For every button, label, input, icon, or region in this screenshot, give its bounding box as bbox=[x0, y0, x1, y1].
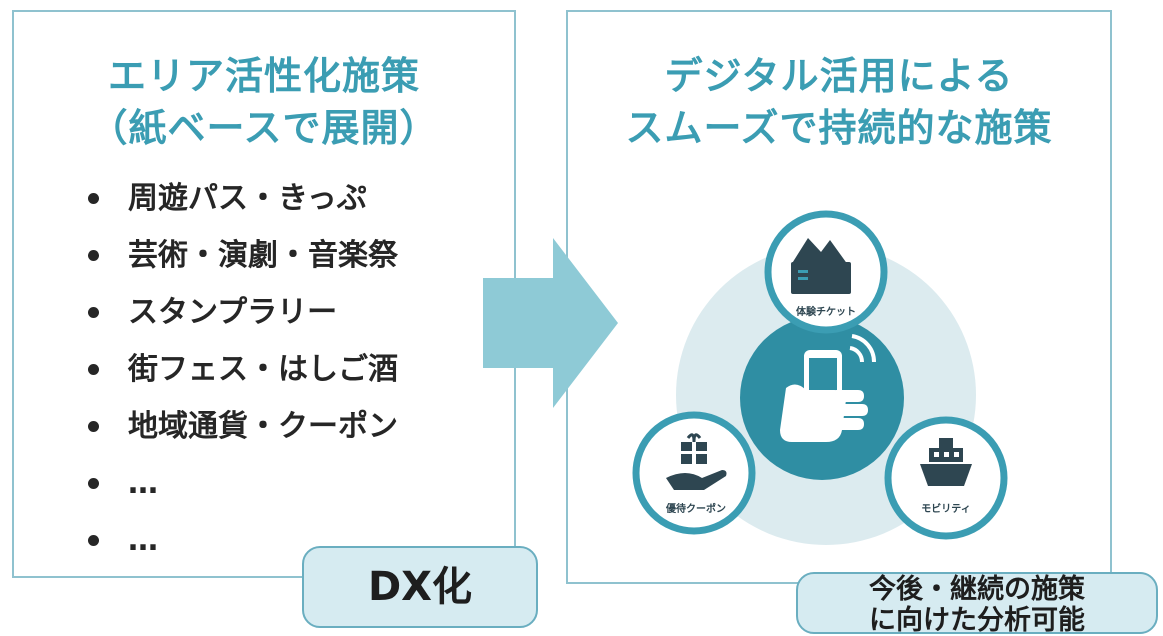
analysis-callout-line-1: 今後・継続の施策 bbox=[869, 574, 1085, 605]
mobility-node: モビリティ bbox=[884, 416, 1008, 540]
left-title-line-1: エリア活性化施策 bbox=[107, 54, 420, 98]
right-arrow-icon bbox=[483, 238, 618, 408]
left-panel: エリア活性化施策 （紙ベースで展開） 周遊パス・きっぷ 芸術・演劇・音楽祭 スタ… bbox=[12, 10, 516, 578]
left-panel-title: エリア活性化施策 （紙ベースで展開） bbox=[14, 50, 514, 154]
list-item: … bbox=[84, 455, 398, 512]
bullet-icon bbox=[88, 364, 99, 375]
ticket-mountain-icon bbox=[791, 238, 851, 294]
list-item: 街フェス・はしご酒 bbox=[84, 341, 398, 398]
digital-services-diagram: 体験チケット 優待クーポン モビリティ bbox=[632, 210, 1008, 545]
measures-list: 周遊パス・きっぷ 芸術・演劇・音楽祭 スタンプラリー 街フェス・はしご酒 地域通… bbox=[84, 170, 398, 569]
analysis-callout: 今後・継続の施策 に向けた分析可能 bbox=[796, 572, 1158, 636]
coupon-node: 優待クーポン bbox=[632, 411, 756, 535]
bullet-icon bbox=[88, 535, 99, 546]
right-panel-title: デジタル活用による スムーズで持続的な施策 bbox=[568, 50, 1110, 154]
list-item: 芸術・演劇・音楽祭 bbox=[84, 227, 398, 284]
bullet-icon bbox=[88, 193, 99, 204]
list-item: スタンプラリー bbox=[84, 284, 398, 341]
analysis-callout-line-2: に向けた分析可能 bbox=[869, 605, 1085, 636]
bullet-icon bbox=[88, 307, 99, 318]
list-item: 地域通貨・クーポン bbox=[84, 398, 398, 455]
right-title-line-2: スムーズで持続的な施策 bbox=[625, 106, 1053, 150]
left-title-line-2: （紙ベースで展開） bbox=[89, 106, 439, 150]
bullet-icon bbox=[88, 421, 99, 432]
top-node-label: 体験チケット bbox=[796, 305, 856, 318]
right-title-line-1: デジタル活用による bbox=[664, 54, 1014, 98]
smartphone-hand-icon bbox=[780, 334, 877, 442]
right-node-label: モビリティ bbox=[921, 502, 970, 515]
bullet-icon bbox=[88, 478, 99, 489]
ship-icon bbox=[920, 438, 972, 486]
experience-ticket-node: 体験チケット bbox=[764, 210, 888, 334]
left-node-label: 優待クーポン bbox=[665, 502, 726, 515]
bullet-icon bbox=[88, 250, 99, 261]
dx-callout: DX化 bbox=[302, 546, 538, 628]
list-item: 周遊パス・きっぷ bbox=[84, 170, 398, 227]
gift-hand-icon bbox=[666, 433, 727, 490]
list-item: … bbox=[84, 512, 398, 569]
